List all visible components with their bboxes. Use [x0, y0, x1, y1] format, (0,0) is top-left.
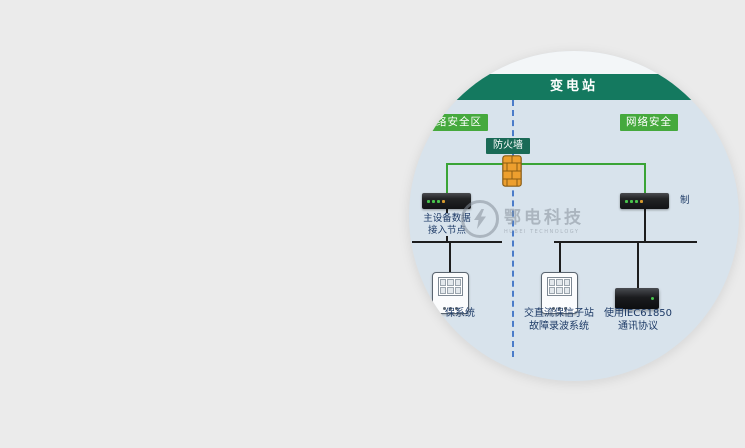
watermark-subtitle: HUBEI TECHNOLOGY [504, 229, 580, 235]
bus-drop-switch-right [644, 209, 646, 242]
bus-drop-device-middle [559, 242, 561, 272]
led-indicator [437, 199, 440, 203]
security-zone-divider-line [512, 100, 514, 357]
led-indicator [625, 199, 628, 203]
access-node-label-line1: 主设备数据 [423, 213, 471, 224]
lan-line-right-drop [644, 163, 646, 195]
brand-logo-ring [461, 200, 499, 238]
access-node-label-line2: 接入节点 [427, 224, 466, 236]
lightning-bolt-icon [474, 209, 486, 229]
led-indicator [427, 199, 430, 203]
protection-device-icon-left [432, 272, 469, 314]
bus-line-right [554, 241, 697, 243]
caption-protection-system: 保系统 [445, 308, 475, 319]
security-zone-label-right: 网络安全 [620, 114, 678, 131]
led-indicator [630, 199, 633, 203]
bus-drop-gateway [637, 242, 639, 288]
firewall-icon [502, 155, 522, 187]
device-panel [438, 277, 463, 296]
led-indicator [635, 199, 638, 203]
bus-line-left [412, 241, 502, 243]
gateway-box-icon [615, 288, 659, 309]
switch-right-partial-label: 制 [680, 195, 690, 206]
lan-line-horizontal [447, 163, 646, 165]
caption-fault-recorder-line1: 交直流保信子站 [524, 308, 594, 319]
header-title: 变电站 [549, 79, 598, 94]
lan-line-left-drop [446, 163, 448, 195]
device-buttons [547, 307, 572, 310]
led-indicator [432, 199, 435, 203]
firewall-label: 防火墙 [486, 138, 530, 154]
protection-device-icon-middle [541, 272, 578, 314]
header-bar: 变电站 [409, 74, 739, 100]
brand-watermark: 鄂电科技 HUBEI TECHNOLOGY [461, 200, 584, 238]
caption-fault-recorder: 交直流保信子站 故障录波系统 [520, 308, 598, 333]
device-panel [547, 277, 572, 296]
circle-top-cap [409, 51, 739, 74]
device-buttons [438, 307, 463, 310]
network-switch-left [422, 193, 471, 209]
led-indicator [442, 199, 445, 203]
bus-drop-device-left [449, 242, 451, 272]
caption-iec-protocol: 使用IEC61850 通讯协议 [602, 308, 674, 333]
diagram-circle: 变电站 络安全区 网络安全 防火墙 [409, 51, 739, 381]
watermark-brand: 鄂电科技 [504, 208, 584, 228]
security-zone-label-left: 络安全区 [430, 114, 488, 131]
caption-iec-protocol-line1: 使用IEC61850 [603, 308, 673, 319]
caption-fault-recorder-line2: 故障录波系统 [529, 320, 589, 332]
watermark-text-block: 鄂电科技 HUBEI TECHNOLOGY [504, 203, 584, 235]
caption-iec-protocol-line2: 通讯协议 [618, 320, 658, 332]
led-indicator [640, 199, 643, 203]
network-switch-right [620, 193, 669, 209]
